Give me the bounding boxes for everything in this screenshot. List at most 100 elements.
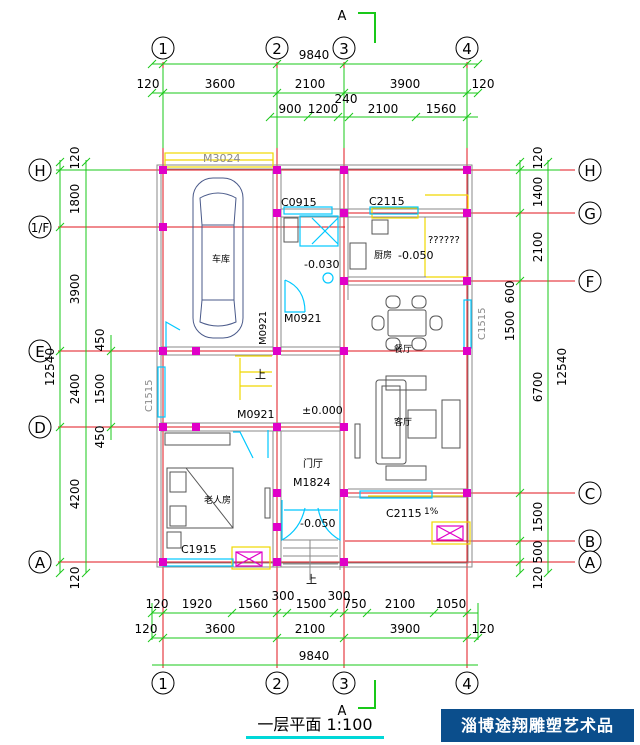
axis-label-1-bottom: 1 — [158, 675, 168, 693]
dim-right-total: 12540 — [555, 348, 569, 386]
dim-bottom1-8: 2100 — [385, 597, 416, 611]
dim-top2-2: 1200 — [308, 102, 339, 116]
dim-top2-5: 1560 — [426, 102, 457, 116]
label-garage: 车库 — [212, 253, 230, 265]
label-level-main: ±0.000 — [302, 404, 343, 417]
dim-bottom2-3: 2100 — [295, 622, 326, 636]
axis-label-right-F: F — [586, 273, 595, 291]
dim-total-top: 9840 — [299, 48, 330, 62]
axis-bubble-2-top — [265, 36, 289, 60]
dim-right-5: 1500 — [531, 502, 545, 533]
window-c0915 — [283, 206, 333, 215]
label-door-stair: M0921 — [258, 311, 269, 345]
dim-top-1: 120 — [137, 77, 160, 91]
label-door-garage: M3024 — [203, 152, 241, 165]
dim-left-1: 120 — [68, 147, 82, 170]
label-level-bath: -0.030 — [304, 258, 339, 271]
label-level-porch: -0.050 — [300, 517, 335, 530]
dim-total-bottom: 9840 — [299, 649, 330, 663]
axis-label-left-E: E — [35, 343, 44, 361]
dimension-text-vertical: 120 1800 3900 2400 4200 120 12540 450 15… — [43, 147, 569, 590]
section-marks — [358, 12, 376, 709]
caption-text: 一层平面 1:100 — [257, 715, 373, 734]
dim-top2-4: 2100 — [368, 102, 399, 116]
car-icon — [192, 177, 244, 339]
axis-bubble-2-bottom — [265, 671, 289, 695]
label-stair-up: 上 — [255, 368, 266, 381]
section-label-bottom: A — [338, 704, 347, 719]
room-labels: M3024 C0915 C2115 ?????? 车库 厨房 -0.050 -0… — [144, 152, 488, 586]
staircase — [283, 539, 338, 580]
dimension-ticks — [55, 59, 553, 643]
door-arc-bath — [284, 280, 305, 313]
dim-right-4: 6700 — [531, 372, 545, 403]
label-dining: 餐厅 — [394, 343, 412, 355]
label-window-right: C1515 — [477, 308, 488, 340]
label-window-left: C1515 — [144, 380, 155, 412]
dining-table-icon — [371, 295, 443, 351]
dim-top-3: 2100 — [295, 77, 326, 91]
axis-label-2-bottom: 2 — [272, 675, 282, 693]
dim-left-3: 3900 — [68, 274, 82, 305]
label-unknown-room: ?????? — [428, 235, 460, 246]
section-label-top: A — [338, 9, 347, 24]
label-hall: 门厅 — [303, 457, 323, 470]
dim-left-4: 2400 — [68, 374, 82, 405]
label-porch-slope: 1% — [424, 507, 439, 517]
label-level-kitchen: -0.050 — [398, 249, 433, 262]
dim-right-6: 500 — [531, 541, 545, 564]
axis-bubble-1-top — [151, 36, 175, 60]
axis-label-2-top: 2 — [272, 40, 282, 58]
label-window-c1915: C1915 — [181, 543, 217, 556]
dim-left-inner-2: 1500 — [93, 374, 107, 405]
dim-left-inner-3: 450 — [93, 426, 107, 449]
windows-doors — [157, 206, 472, 567]
axis-label-right-G: G — [584, 205, 596, 223]
dim-right-inner-1: 600 — [503, 281, 517, 304]
dim-right-2: 1400 — [531, 177, 545, 208]
dim-left-6: 120 — [68, 567, 82, 590]
yellow-details — [164, 152, 471, 570]
label-door-bath: M0921 — [284, 312, 322, 325]
dimension-text: 9840 120 3600 2100 3900 120 900 1200 240… — [135, 48, 495, 663]
dim-bottom2-5: 120 — [472, 622, 495, 636]
dim-left-inner-1: 450 — [93, 329, 107, 352]
axis-bubbles — [28, 36, 602, 695]
dim-bottom1-1: 120 — [146, 597, 169, 611]
window-c2115-top — [369, 206, 419, 215]
door-swing-bedroom — [233, 431, 254, 459]
dim-right-3: 2100 — [531, 232, 545, 263]
door-swing-garage-rear — [165, 320, 181, 350]
kitchen-fixtures — [283, 217, 389, 270]
window-c2115-bottom — [359, 490, 433, 499]
axis-label-left-1F: 1/F — [31, 221, 50, 235]
axis-label-3-bottom: 3 — [339, 675, 349, 693]
dim-bottom1-2: 1920 — [182, 597, 213, 611]
axis-bubble-labels: 1 2 3 4 1 2 3 4 H 1/F E D A H G F C B A … — [31, 9, 596, 719]
label-door-main: M1824 — [293, 476, 331, 489]
axis-label-left-H: H — [34, 162, 45, 180]
drawing-caption: 一层平面 1:100 — [240, 711, 390, 739]
label-stair-up2: 上 — [306, 573, 317, 586]
label-window-c2115-bottom: C2115 — [386, 507, 422, 520]
dim-top-4: 3900 — [390, 77, 421, 91]
label-window-c0915: C0915 — [281, 196, 317, 209]
axis-bubble-3-bottom — [332, 671, 356, 695]
door-swing-bath — [284, 279, 306, 313]
dim-bottom2-4: 3900 — [390, 622, 421, 636]
window-c1515-left — [157, 366, 166, 418]
dim-left-total: 12540 — [43, 348, 57, 386]
dim-bottom1-6: 300 — [328, 589, 351, 603]
label-bedroom: 老人房 — [204, 494, 231, 506]
sofa-set-icon — [354, 375, 461, 481]
axis-label-left-D: D — [34, 419, 46, 437]
floor-plan: 1 2 3 4 1 2 3 4 H 1/F E D A H G F C B A … — [28, 9, 602, 719]
axis-label-right-A: A — [585, 554, 596, 572]
dim-top2-1: 900 — [279, 102, 302, 116]
dim-right-1: 120 — [531, 147, 545, 170]
axis-label-right-H: H — [584, 162, 595, 180]
dim-left-5: 4200 — [68, 479, 82, 510]
bath-fixture — [299, 215, 339, 247]
axis-label-4-top: 4 — [462, 40, 472, 58]
label-window-c2115-top: C2115 — [369, 195, 405, 208]
